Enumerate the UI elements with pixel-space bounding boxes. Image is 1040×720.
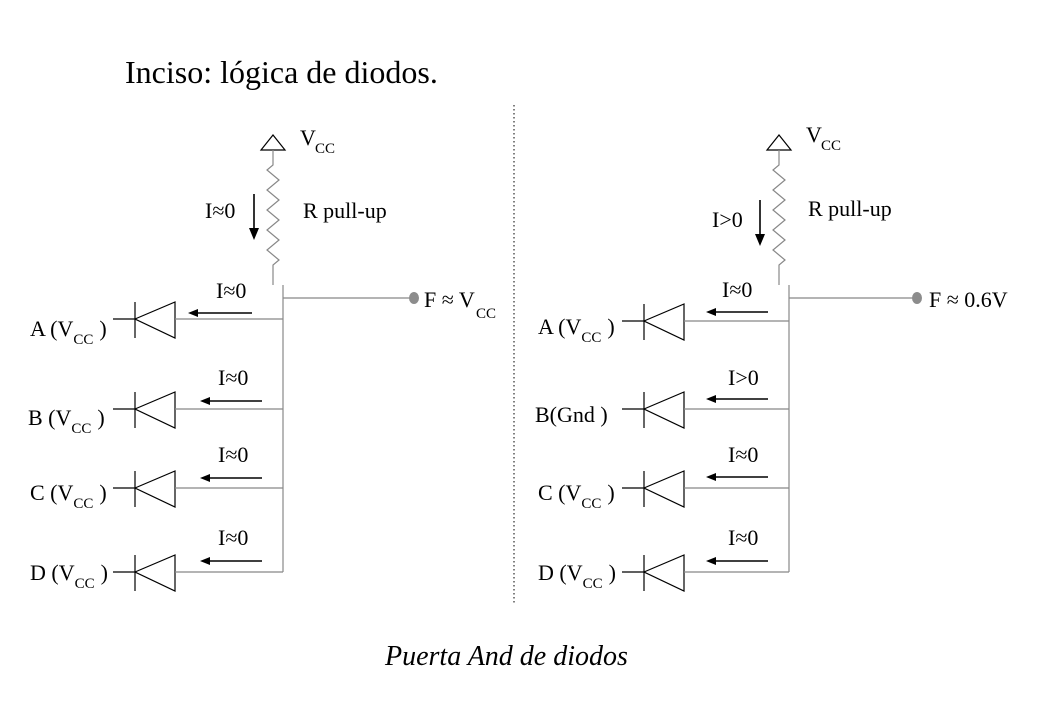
left-input-a-label: A (VCC) xyxy=(30,316,107,348)
right-input-b-label: B(Gnd ) xyxy=(535,402,608,427)
figure-caption: Puerta And de diodos xyxy=(384,641,628,672)
left-resistor-current-label: I≈0 xyxy=(205,198,235,223)
slide-title: Inciso: lógica de diodos. xyxy=(125,54,438,90)
left-output-subscript: CC xyxy=(476,306,496,322)
left-vcc-subscript: CC xyxy=(315,141,335,157)
left-input-b-label: B (VCC) xyxy=(28,405,105,437)
left-diode-d xyxy=(113,554,283,592)
left-pullup-resistor xyxy=(266,150,280,285)
left-circuit: V CC R pull-up I≈0 F ≈ V CC I≈0 xyxy=(28,125,496,592)
right-resistor-current-label: I>0 xyxy=(712,207,743,232)
left-diode-c xyxy=(113,470,283,508)
right-pullup-resistor xyxy=(772,150,786,285)
right-vcc-subscript: CC xyxy=(821,138,841,154)
right-output-terminal xyxy=(912,292,922,304)
left-current-d-label: I≈0 xyxy=(218,525,248,550)
left-current-b-label: I≈0 xyxy=(218,365,248,390)
left-vcc-symbol xyxy=(259,134,287,151)
left-diode-b xyxy=(113,391,283,429)
left-output-terminal xyxy=(409,292,419,304)
right-resistor-current-arrowhead xyxy=(755,234,765,246)
right-current-b-label: I>0 xyxy=(728,365,759,390)
right-circuit: V CC R pull-up I>0 F ≈ 0.6V I≈0 xyxy=(535,122,1008,592)
right-vcc-label: V xyxy=(806,122,822,147)
right-input-a-label: A (VCC) xyxy=(538,314,615,346)
right-diode-d xyxy=(622,554,789,592)
right-current-c-label: I≈0 xyxy=(728,442,758,467)
right-resistor-label: R pull-up xyxy=(808,196,892,221)
right-node-current-label: I≈0 xyxy=(722,277,752,302)
left-output-label: F ≈ V xyxy=(424,287,475,312)
right-input-c-label: C (VCC) xyxy=(538,480,615,512)
left-resistor-label: R pull-up xyxy=(303,198,387,223)
right-vcc-symbol xyxy=(765,134,793,151)
right-diode-a xyxy=(622,303,789,341)
left-input-d-label: D (VCC) xyxy=(30,560,108,592)
right-diode-c xyxy=(622,470,789,508)
right-output-label: F ≈ 0.6V xyxy=(929,287,1008,312)
left-resistor-current-arrowhead xyxy=(249,228,259,240)
right-input-d-label: D (VCC) xyxy=(538,560,616,592)
left-current-c-label: I≈0 xyxy=(218,442,248,467)
left-diode-a xyxy=(113,301,283,339)
left-input-c-label: C (VCC) xyxy=(30,480,107,512)
right-diode-b xyxy=(622,391,789,429)
left-node-current-label: I≈0 xyxy=(216,278,246,303)
right-current-d-label: I≈0 xyxy=(728,525,758,550)
left-vcc-label: V xyxy=(300,125,316,150)
